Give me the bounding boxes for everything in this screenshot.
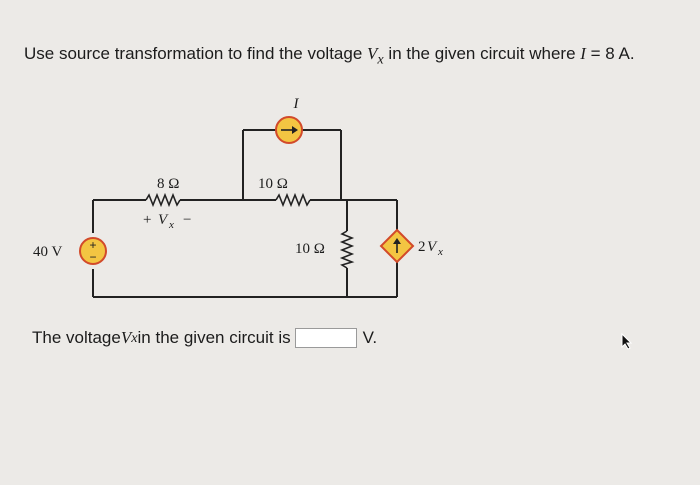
vx-label-main: V: [158, 212, 169, 228]
question-vx-main: V: [367, 44, 378, 63]
current-source-label: I: [293, 96, 300, 112]
question-prefix: Use source transformation to find the vo…: [24, 44, 368, 63]
question-suffix: = 8 A.: [585, 44, 635, 63]
answer-input[interactable]: [294, 328, 357, 348]
current-source: [275, 116, 303, 144]
dependent-sub: x: [437, 246, 443, 258]
source-minus-sign: −: [89, 250, 96, 264]
answer-vx-main: V: [120, 328, 132, 347]
vx-label-sub: x: [168, 219, 174, 231]
resistor-10ohm-top: [275, 192, 311, 208]
question-current-var: I: [580, 44, 586, 63]
resistor-8ohm: [145, 192, 181, 208]
resistor-10ohm-right: [339, 230, 355, 269]
question-vx-sub: x: [377, 51, 384, 68]
dependent-source: [379, 228, 415, 264]
answer-vx-sub: x: [131, 329, 138, 346]
vx-plus: +: [143, 212, 151, 228]
resistor-8ohm-label: 8 Ω: [157, 176, 179, 192]
answer-middle: in the given circuit is: [137, 328, 291, 347]
answer-unit: V.: [362, 328, 378, 347]
source-voltage-label: 40 V: [33, 244, 62, 260]
source-plus-sign: +: [89, 238, 96, 252]
circuit-wires: [92, 129, 398, 298]
resistor-10ohm-right-label: 10 Ω: [295, 241, 325, 257]
dependent-coef: 2: [418, 239, 426, 255]
dependent-var: V: [427, 239, 438, 255]
resistor-10ohm-top-label: 10 Ω: [258, 176, 288, 192]
mouse-pointer-icon: [621, 332, 633, 350]
voltage-source-40v: + −: [79, 237, 107, 265]
answer-prefix: The voltage: [32, 328, 121, 347]
question-middle: in the given circuit where: [383, 44, 581, 63]
vx-minus: −: [183, 212, 191, 228]
question-text: Use source transformation to find the vo…: [24, 44, 635, 68]
